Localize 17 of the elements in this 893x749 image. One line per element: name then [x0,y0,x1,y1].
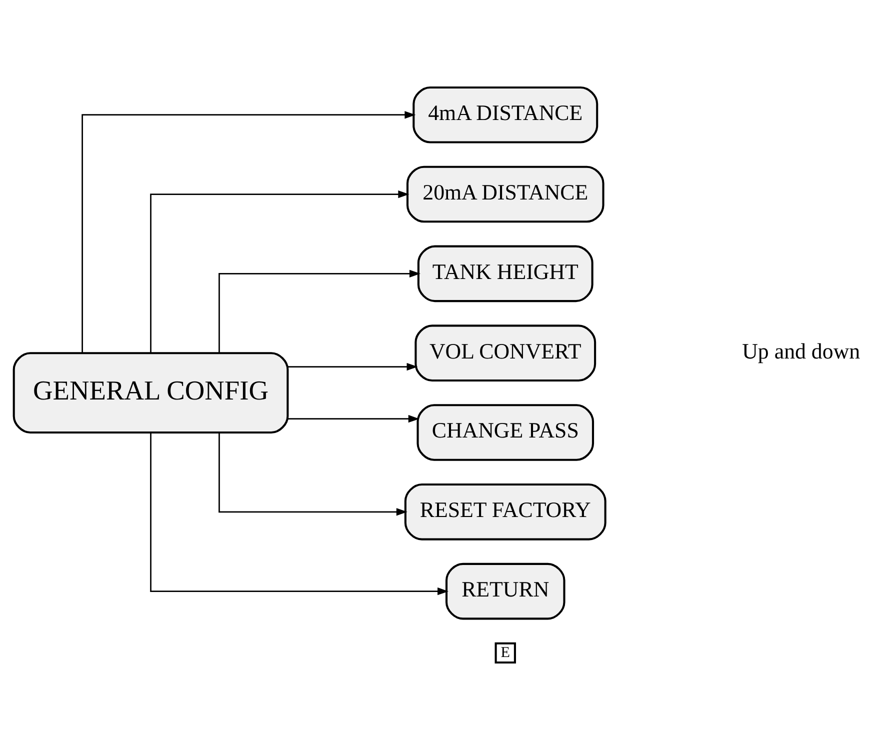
node-box: CHANGE PASS [416,404,594,460]
node-box: GENERAL CONFIG [12,352,289,434]
node-box: RETURN [445,562,566,620]
arrow [288,362,418,370]
arrow [218,269,420,352]
arrow [288,414,420,422]
node-box: TANK HEIGHT [417,244,594,302]
node-box: VOL CONVERT [414,324,596,381]
label: Up and down [742,338,860,363]
node-box: 4mA DISTANCE [412,86,598,143]
arrow [218,432,408,516]
arrow [82,110,416,352]
label: E [500,644,510,660]
arrow [150,432,448,595]
arrow [150,190,410,352]
node-box: 20mA DISTANCE [406,165,604,222]
node-box: RESET FACTORY [404,483,606,540]
